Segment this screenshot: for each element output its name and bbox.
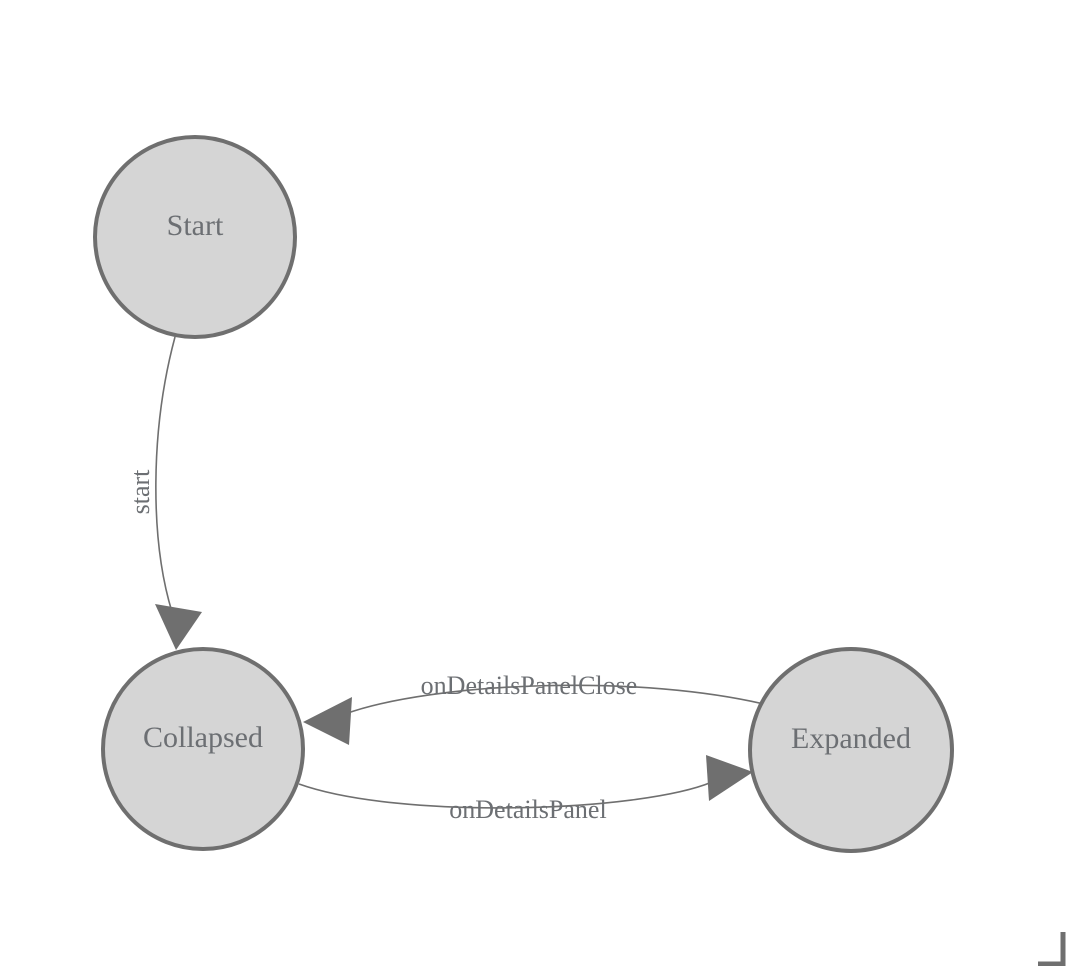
edge-collapsed-to-expanded-arrowhead bbox=[706, 755, 753, 801]
edge-expanded-to-collapsed-path bbox=[344, 684, 777, 715]
state-node-collapsed-label: Collapsed bbox=[143, 721, 263, 754]
state-node-expanded[interactable]: Expanded bbox=[748, 647, 954, 853]
edge-expanded-to-collapsed[interactable]: onDetailsPanelClose bbox=[303, 671, 777, 745]
edge-start-to-collapsed-arrowhead bbox=[155, 604, 202, 650]
edge-collapsed-to-expanded[interactable]: onDetailsPanel bbox=[298, 755, 753, 824]
state-node-start[interactable]: Start bbox=[93, 135, 297, 339]
state-node-expanded-label: Expanded bbox=[791, 722, 911, 755]
viewport-corner-marker-icon bbox=[1038, 932, 1066, 966]
edge-label-on-details-panel-close: onDetailsPanelClose bbox=[421, 671, 638, 700]
edge-label-on-details-panel: onDetailsPanel bbox=[449, 795, 606, 824]
state-node-collapsed-circle bbox=[101, 647, 305, 851]
edge-start-to-collapsed[interactable]: start bbox=[126, 336, 202, 650]
edge-start-to-collapsed-path bbox=[155, 336, 176, 613]
state-node-collapsed[interactable]: Collapsed bbox=[101, 647, 305, 851]
state-node-start-label: Start bbox=[167, 209, 224, 242]
state-node-expanded-circle bbox=[748, 647, 954, 853]
state-node-start-circle bbox=[93, 135, 297, 339]
edge-collapsed-to-expanded-path bbox=[298, 781, 713, 809]
edge-label-start: start bbox=[126, 469, 155, 515]
edge-expanded-to-collapsed-arrowhead bbox=[303, 697, 352, 745]
